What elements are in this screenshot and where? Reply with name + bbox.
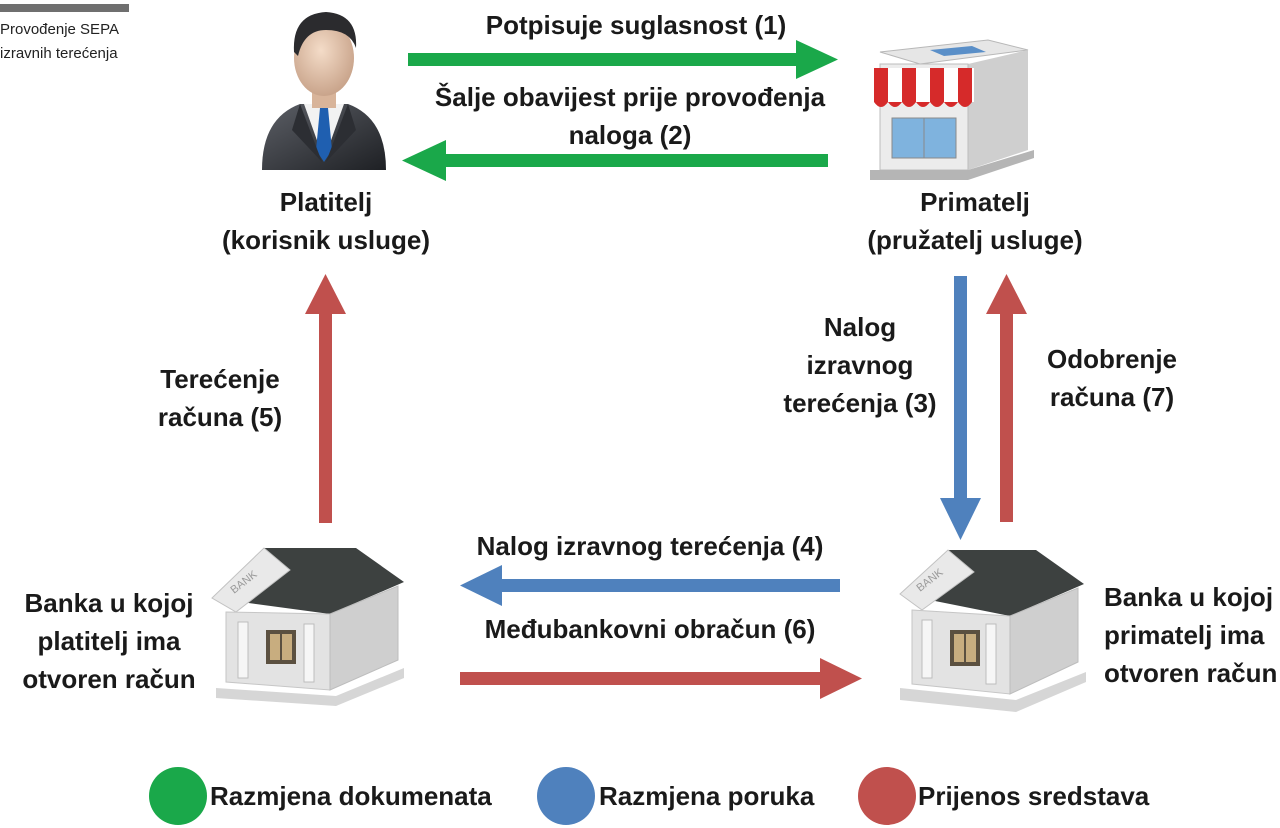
flow-label-2-line-2: naloga (2) (568, 120, 692, 150)
arrow-f4 (460, 565, 840, 606)
legend-dot-messages (537, 767, 595, 825)
node-payer-line-1: Platitelj (279, 187, 373, 217)
arrow-f7 (986, 274, 1027, 522)
node-payer-label: Platitelj (korisnik usluge) (196, 183, 456, 259)
bank-icon: BANK (211, 547, 404, 706)
node-payee-bank-line-2: primatelj ima (1104, 620, 1265, 650)
node-payee-bank-line-3: otvoren račun (1104, 658, 1278, 688)
arrow-f3 (940, 276, 981, 540)
flow-label-7-line-2: računa (7) (1049, 382, 1175, 412)
flow-label-3-line-2: izravnog (806, 350, 914, 380)
node-payer-line-2: (korisnik usluge) (221, 225, 431, 255)
flow-label-3-line-1: Nalog (823, 312, 897, 342)
node-payer-bank-line-1: Banka u kojoj (24, 588, 194, 618)
node-payee-label: Primatelj (pružatelj usluge) (840, 183, 1110, 259)
flow-label-6: Međubankovni obračun (6) (484, 614, 816, 644)
caption-bar (0, 4, 129, 12)
legend-label-funds: Prijenos sredstava (918, 781, 1150, 811)
arrow-f6 (460, 658, 862, 699)
node-payee-line-1: Primatelj (920, 187, 1030, 217)
node-payer-bank-label: Banka u kojoj platitelj ima otvoren raču… (0, 584, 218, 698)
caption-line-2: izravnih terećenja (0, 45, 118, 62)
flow-label-7: Odobrenje računa (7) (1022, 340, 1202, 416)
legend-label-messages: Razmjena poruka (599, 781, 815, 811)
arrow-f2 (402, 140, 828, 181)
caption-line-1: Provođenje SEPA (0, 21, 119, 38)
legend-dot-documents (149, 767, 207, 825)
bank-icon: BANK (899, 549, 1086, 712)
arrow-f1 (408, 40, 838, 79)
flow-label-5: Terećenje računa (5) (120, 360, 320, 436)
flow-label-4: Nalog izravnog terećenja (4) (476, 531, 824, 561)
node-payer-bank-line-3: otvoren račun (22, 664, 196, 694)
flow-label-5-line-2: računa (5) (157, 402, 283, 432)
arrow-f5 (305, 274, 346, 523)
legend-dot-funds (858, 767, 916, 825)
node-payee-line-2: (pružatelj usluge) (867, 225, 1083, 255)
flow-label-5-line-1: Terećenje (160, 364, 280, 394)
flow-label-3-line-3: terećenja (3) (783, 388, 937, 418)
node-payee-bank-label: Banka u kojoj primatelj ima otvoren raču… (1104, 578, 1280, 692)
legend-label-documents: Razmjena dokumenata (210, 781, 492, 811)
flow-label-2: Šalje obavijest prije provođenja naloga … (390, 78, 870, 154)
node-payee-bank-line-1: Banka u kojoj (1104, 582, 1274, 612)
flow-label-7-line-1: Odobrenje (1046, 344, 1177, 374)
flow-label-1: Potpisuje suglasnost (1) (485, 10, 787, 40)
flow-label-2-line-1: Šalje obavijest prije provođenja (434, 82, 826, 112)
node-payer-bank-line-2: platitelj ima (37, 626, 181, 656)
flow-label-3: Nalog izravnog terećenja (3) (758, 308, 962, 422)
